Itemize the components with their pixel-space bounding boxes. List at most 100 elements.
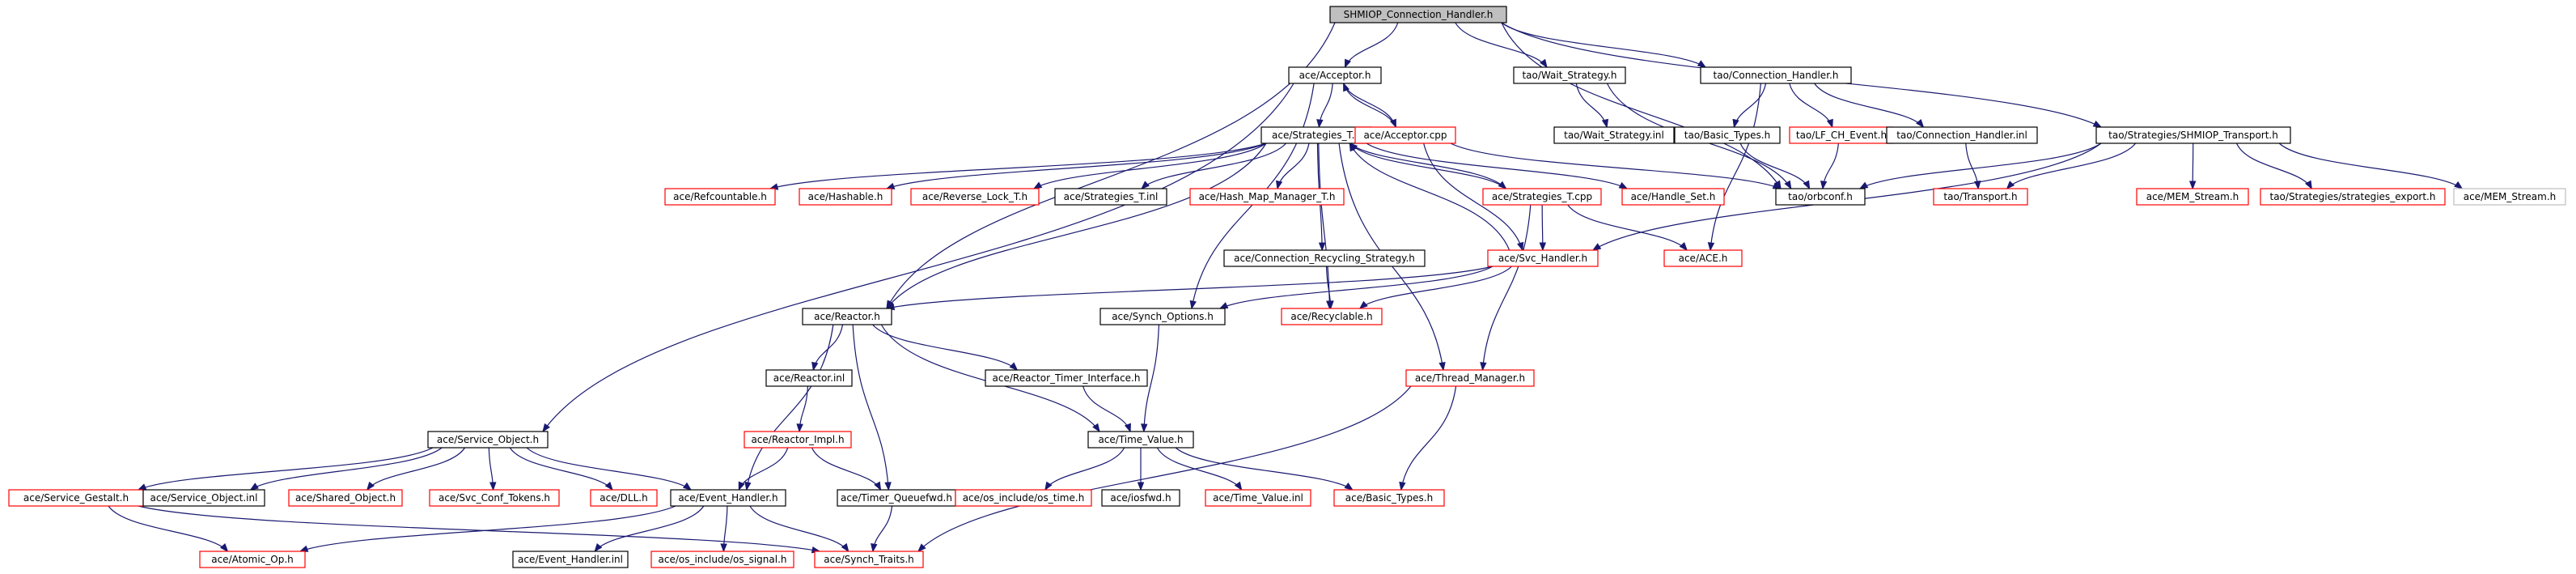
arrowhead (1697, 60, 1707, 68)
node-ace-h[interactable]: ace/ACE.h (1663, 249, 1743, 267)
arrowhead (1218, 302, 1229, 309)
node-box (2453, 188, 2566, 206)
node-box (2260, 188, 2446, 206)
edge-service_object_h-to-service_gestalt_h (137, 447, 434, 491)
node-label: ace/iosfwd.h (1110, 492, 1171, 504)
edge-strategies_t_h-to-recyclable_h (1318, 142, 1333, 310)
arrowhead (1707, 242, 1715, 252)
node-reverse-lock-h[interactable]: ace/Reverse_Lock_T.h (910, 188, 1040, 206)
edge-time_value_h-to-basic_types_ace (1175, 447, 1354, 491)
node-label: ace/Timer_Queuefwd.h (841, 492, 952, 504)
arrowhead (1858, 181, 1869, 189)
node-refcountable-h[interactable]: ace/Refcountable.h (664, 188, 776, 206)
node-service-object-h[interactable]: ace/Service_Object.h (427, 431, 549, 449)
node-connection-recycling-h[interactable]: ace/Connection_Recycling_Strategy.h (1223, 249, 1426, 267)
node-time-value-inl[interactable]: ace/Time_Value.inl (1205, 489, 1311, 507)
node-basic-types-tao[interactable]: tao/Basic_Types.h (1674, 126, 1781, 144)
node-box (1700, 66, 1852, 84)
node-lf-ch-event-h[interactable]: tao/LF_CH_Event.h (1789, 126, 1894, 144)
node-mem-stream-red[interactable]: ace/MEM_Stream.h (2136, 188, 2249, 206)
node-acceptor-cpp[interactable]: ace/Acceptor.cpp (1354, 126, 1456, 144)
node-box (1281, 308, 1383, 325)
arrowhead (219, 543, 229, 553)
node-reactor-inl[interactable]: ace/Reactor.inl (765, 369, 853, 387)
arrowhead (1189, 300, 1197, 310)
node-service-gestalt-h[interactable]: ace/Service_Gestalt.h (8, 489, 144, 507)
node-svc-conf-tokens-h[interactable]: ace/Svc_Conf_Tokens.h (429, 489, 560, 507)
node-label: ace/Strategies_T.cpp (1492, 191, 1592, 202)
node-connection-handler-inl[interactable]: tao/Connection_Handler.inl (1886, 126, 2038, 144)
edge-service_object_h-to-event_handler_h (526, 447, 693, 491)
node-atomic-op-h[interactable]: ace/Atomic_Op.h (199, 551, 306, 568)
arrowhead (1540, 58, 1548, 69)
node-orbconf-h[interactable]: tao/orbconf.h (1775, 188, 1866, 206)
node-iosfwd-h[interactable]: ace/iosfwd.h (1101, 489, 1180, 507)
node-hashable-h[interactable]: ace/Hashable.h (799, 188, 892, 206)
node-box (429, 489, 560, 507)
arrowhead (917, 543, 926, 552)
node-shmiop-transport-h[interactable]: tao/Strategies/SHMIOP_Transport.h (2095, 126, 2291, 144)
edge-connection_handler_inl-to-transport_h (1965, 142, 1981, 190)
node-synch-traits-h[interactable]: ace/Synch_Traits.h (814, 551, 924, 568)
node-dll-h[interactable]: ace/DLL.h (590, 489, 658, 507)
node-strategies-t-cpp[interactable]: ace/Strategies_T.cpp (1482, 188, 1602, 206)
node-label: ace/Thread_Manager.h (1415, 372, 1525, 384)
edge-time_value_h-to-time_value_inl (1156, 447, 1243, 491)
node-event-handler-inl[interactable]: ace/Event_Handler.inl (512, 551, 629, 568)
arrowhead (811, 361, 819, 372)
node-reactor-timer-interface-h[interactable]: ace/Reactor_Timer_Interface.h (985, 369, 1148, 387)
node-strategies-t-h[interactable]: ace/Strategies_T.h (1260, 126, 1372, 144)
node-label: ace/Service_Object.h (437, 434, 539, 445)
node-hash-map-manager-h[interactable]: ace/Hash_Map_Manager_T.h (1189, 188, 1345, 206)
node-label: ace/MEM_Stream.h (2146, 191, 2239, 202)
arrowhead (744, 481, 752, 491)
node-label: tao/LF_CH_Event.h (1796, 130, 1887, 141)
node-event-handler-h[interactable]: ace/Event_Handler.h (670, 489, 786, 507)
node-wait-strategy-h[interactable]: tao/Wait_Strategy.h (1513, 66, 1626, 84)
node-strategies-export-h[interactable]: tao/Strategies/strategies_export.h (2260, 188, 2446, 206)
node-timer-queuefwd-h[interactable]: ace/Timer_Queuefwd.h (837, 489, 956, 507)
node-root: SHMIOP_Connection_Handler.h (1329, 6, 1507, 23)
node-synch-options-h[interactable]: ace/Synch_Options.h (1099, 308, 1226, 325)
edge-strategies_t_h-to-refcountable_h (769, 142, 1267, 190)
node-layer: SHMIOP_Connection_Handler.h ace/Acceptor.… (8, 6, 2566, 568)
edge-service_gestalt_h-to-atomic_op_h (108, 505, 229, 553)
edge-reactor_impl_h-to-event_handler_h (738, 447, 789, 491)
edge-acceptor_h-to-strategies_t_h (1316, 83, 1333, 129)
node-box (1513, 66, 1626, 84)
node-service-object-inl[interactable]: ace/Service_Object.inl (142, 489, 265, 507)
node-reactor-h[interactable]: ace/Reactor.h (802, 308, 892, 325)
node-wait-strategy-inl[interactable]: tao/Wait_Strategy.inl (1553, 126, 1675, 144)
edge-time_value_h-to-iosfwd_h (1137, 448, 1145, 491)
node-time-value-h[interactable]: ace/Time_Value.h (1087, 431, 1194, 449)
edge-shmiop_transport_h-to-mem_stream_red (2188, 142, 2197, 190)
node-mem-stream-plain[interactable]: ace/MEM_Stream.h (2453, 188, 2566, 206)
node-recyclable-h[interactable]: ace/Recyclable.h (1281, 308, 1383, 325)
node-connection-handler-h[interactable]: tao/Connection_Handler.h (1700, 66, 1852, 84)
node-box (1329, 6, 1507, 23)
node-box (670, 489, 786, 507)
node-shared-object-h[interactable]: ace/Shared_Object.h (288, 489, 403, 507)
arrowhead (2188, 181, 2197, 190)
node-reactor-impl-h[interactable]: ace/Reactor_Impl.h (744, 431, 852, 449)
edge-connection_handler_h-to-ace_h (1707, 83, 1761, 252)
node-box (1933, 188, 2028, 206)
node-thread-manager-h[interactable]: ace/Thread_Manager.h (1405, 369, 1535, 387)
node-handle-set-h[interactable]: ace/Handle_Set.h (1621, 188, 1725, 206)
node-label: ace/Event_Handler.inl (518, 554, 623, 565)
node-acceptor-h[interactable]: ace/Acceptor.h (1288, 66, 1382, 84)
node-basic-types-ace[interactable]: ace/Basic_Types.h (1333, 489, 1445, 507)
node-label: ace/DLL.h (600, 492, 647, 504)
edge-root-to-acceptor_h (1344, 22, 1399, 69)
node-os-time-h[interactable]: ace/os_include/os_time.h (955, 489, 1092, 507)
node-transport-h[interactable]: tao/Transport.h (1933, 188, 2028, 206)
edge-strategies_t_h-to-reverse_lock_h (1032, 142, 1267, 189)
node-os-signal-h[interactable]: ace/os_include/os_signal.h (650, 551, 794, 568)
node-svc-handler-h[interactable]: ace/Svc_Handler.h (1487, 249, 1599, 267)
node-strategies-t-inl[interactable]: ace/Strategies_T.inl (1054, 188, 1167, 206)
arrowhead (299, 545, 309, 552)
arrowhead (1358, 300, 1368, 309)
edge-strategies_t_cpp-to-thread_manager_h (1480, 204, 1532, 372)
node-label: ace/Time_Value.h (1098, 434, 1183, 445)
node-box (1886, 126, 2038, 144)
